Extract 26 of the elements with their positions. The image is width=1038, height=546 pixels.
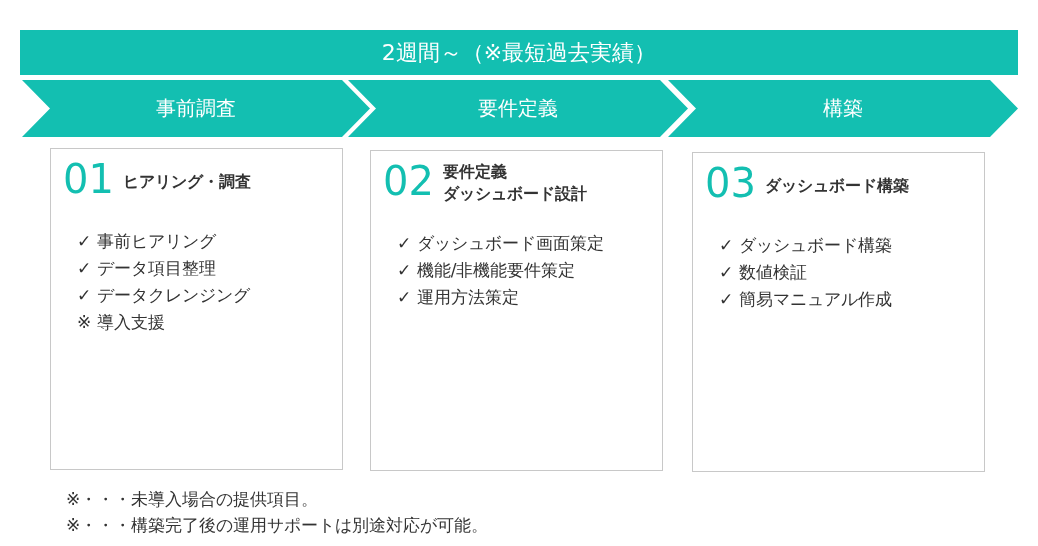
checklist-item: ✓ ダッシュボード構築 (719, 235, 892, 256)
checklist-item: ✓ 機能/非機能要件策定 (397, 260, 576, 281)
checklist-item: ✓ データ項目整理 (77, 258, 216, 279)
phase-band: 構築 (668, 80, 1018, 137)
checklist-item: ✓ 事前ヒアリング (77, 231, 216, 252)
phase-band: 事前調査 (22, 80, 370, 137)
step-card (370, 150, 663, 471)
step-heading: ダッシュボード構築 (765, 175, 909, 197)
step-card (692, 152, 985, 472)
checklist-item: ✓ 数値検証 (719, 262, 807, 283)
checklist-item: ※ 導入支援 (77, 312, 165, 333)
checklist-item: ✓ ダッシュボード画面策定 (397, 233, 604, 254)
checklist-item: ✓ 運用方法策定 (397, 287, 519, 308)
step-heading: ダッシュボード設計 (443, 183, 587, 205)
timeline-band: 2週間～（※最短過去実績） (20, 30, 1018, 75)
phase-band: 要件定義 (348, 80, 688, 137)
step-heading: 要件定義 (443, 161, 507, 183)
checklist-item: ✓ 簡易マニュアル作成 (719, 289, 892, 310)
step-number: 02 (383, 159, 434, 203)
step-number: 01 (63, 157, 114, 201)
step-number: 03 (705, 161, 756, 205)
footnote: ※・・・未導入場合の提供項目。 (66, 488, 319, 511)
footnote: ※・・・構築完了後の運用サポートは別途対応が可能。 (66, 514, 489, 537)
checklist-item: ✓ データクレンジング (77, 285, 250, 306)
step-card (50, 148, 343, 470)
step-heading: ヒアリング・調査 (123, 171, 251, 193)
